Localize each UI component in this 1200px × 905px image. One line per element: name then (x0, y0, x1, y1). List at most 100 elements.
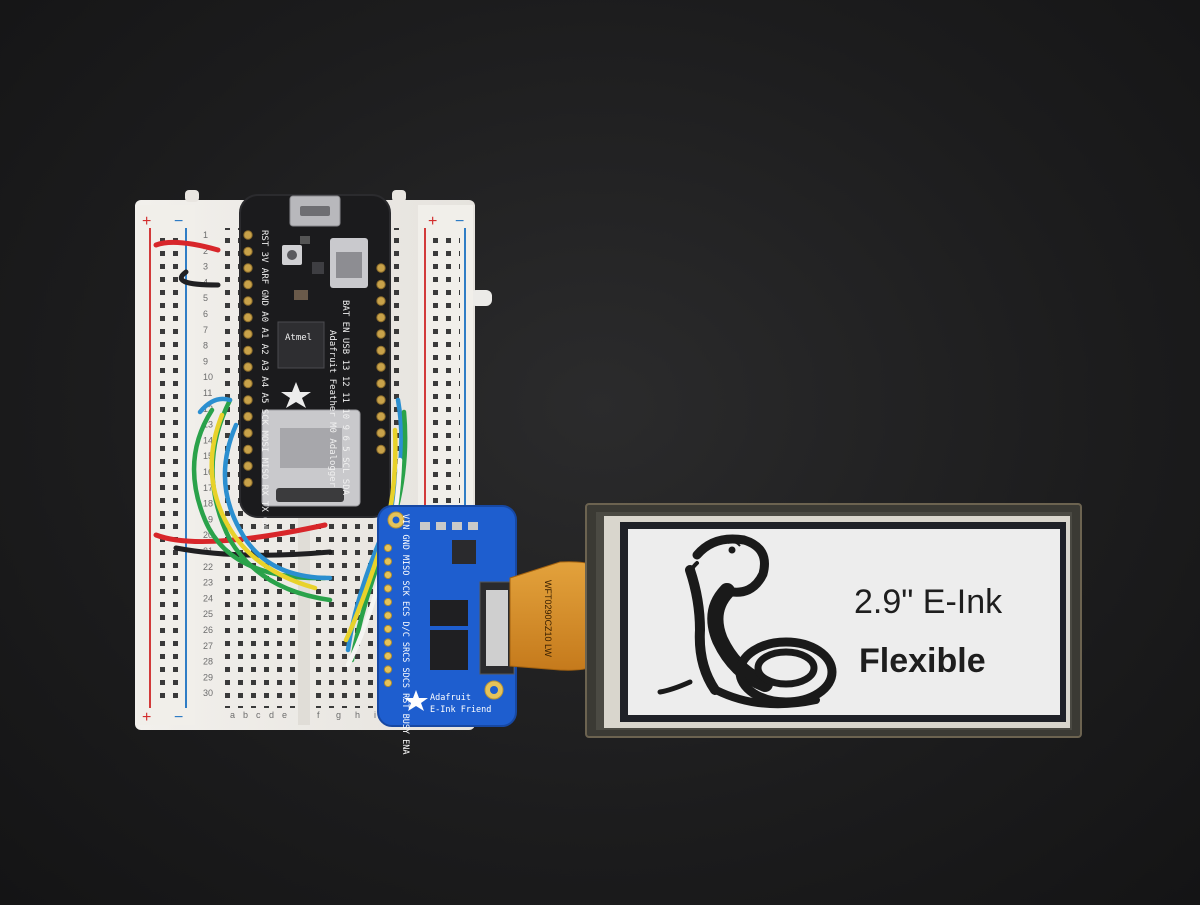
column-letter: f (317, 710, 320, 720)
column-letter: d (269, 710, 274, 720)
row-number: 7 (203, 325, 208, 335)
row-number: 27 (203, 641, 213, 651)
row-number: 19 (203, 514, 213, 524)
row-number: 2 (203, 246, 208, 256)
row-number: 24 (203, 593, 213, 603)
column-letter: h (355, 710, 360, 720)
friend-pin (383, 557, 393, 566)
header-pin (376, 411, 386, 422)
friend-pin (383, 584, 393, 593)
header-pin (243, 296, 253, 306)
header-pin (243, 312, 253, 323)
header-pin (376, 362, 386, 372)
row-number: 14 (203, 435, 213, 445)
eink-screen (628, 529, 1060, 715)
header-pin (376, 296, 386, 306)
flex-cable-label: WFT0290CZ10 LW (543, 580, 553, 657)
feather-board: Atmel RST 3V ARF GND A0 A1 A2 A3 A4 A5 S… (239, 194, 391, 533)
header-pin (243, 279, 253, 290)
header-pin (243, 395, 253, 405)
row-number: 8 (203, 341, 208, 351)
eink-display: 2.9" E-Ink Flexible (585, 503, 1082, 738)
row-number: 17 (203, 483, 213, 493)
eink-friend-star-logo (404, 690, 428, 711)
chip-brand: Atmel (285, 333, 312, 343)
friend-pin (383, 597, 393, 607)
eink-text-line2: Flexible (859, 642, 986, 680)
header-pin (243, 444, 253, 455)
adafruit-star-logo (281, 382, 311, 408)
rail-minus-top-right: − (455, 213, 464, 230)
friend-pin (383, 543, 393, 553)
row-number: 3 (203, 262, 208, 272)
header-pin (243, 329, 253, 339)
eink-friend-pin-labels: VIN GND MISO SCK ECS D/C SRCS SDCS RST B… (400, 514, 410, 755)
column-letter: b (243, 710, 248, 720)
friend-pin (383, 665, 393, 674)
rail-plus-top-right: + (428, 213, 437, 230)
silkscreen-left-pins: RST 3V ARF GND A0 A1 A2 A3 A4 A5 SCK MOS… (259, 230, 269, 533)
friend-pin (383, 611, 393, 620)
header-pin (376, 428, 386, 438)
header-pin (376, 279, 386, 290)
header-pin (243, 263, 253, 273)
friend-pin (383, 678, 393, 688)
header-pin (243, 411, 253, 422)
snake-drawing (657, 534, 837, 709)
friend-pin (383, 570, 393, 580)
rail-minus-bottom-left: − (174, 709, 183, 726)
header-pin (376, 444, 386, 455)
header-pin (243, 378, 253, 389)
header-pin (243, 345, 253, 356)
header-pin (376, 345, 386, 356)
eink-friend-brand: Adafruit (430, 693, 471, 703)
header-pin (376, 395, 386, 405)
row-number: 5 (203, 293, 208, 303)
header-pins-right (376, 263, 386, 455)
row-number: 15 (203, 451, 213, 461)
mcu-chip (277, 321, 325, 369)
row-number: 10 (203, 372, 213, 382)
column-letter: c (256, 710, 261, 720)
header-pin (376, 312, 386, 323)
silkscreen-brand: Adafruit Feather M0 Adalogger (327, 330, 337, 488)
row-number: 29 (203, 672, 213, 682)
friend-pin (383, 638, 393, 647)
header-pin (243, 461, 253, 471)
header-pin (243, 362, 253, 372)
row-number: 25 (203, 609, 213, 619)
column-letter: a (230, 710, 235, 720)
column-letter: e (282, 710, 287, 720)
row-number: 11 (203, 388, 212, 398)
row-number: 9 (203, 356, 208, 366)
header-pin (376, 378, 386, 389)
row-number: 28 (203, 657, 213, 667)
rail-plus-top-left: + (142, 213, 151, 230)
eink-friend-pins (383, 543, 393, 688)
row-number: 18 (203, 499, 213, 509)
eink-friend-name: E-Ink Friend (430, 705, 491, 715)
row-number: 16 (203, 467, 213, 477)
row-number: 6 (203, 309, 208, 319)
header-pin (243, 230, 253, 240)
header-pin (243, 428, 253, 438)
friend-pin (383, 624, 393, 634)
eink-friend-board: Adafruit E-Ink Friend VIN GND MISO SCK E… (377, 505, 517, 755)
header-pin (243, 477, 253, 488)
row-number: 22 (203, 562, 213, 572)
header-pin (243, 246, 253, 257)
header-pins-left (243, 230, 253, 488)
row-number: 13 (203, 420, 213, 430)
row-number: 23 (203, 578, 213, 588)
row-number: 30 (203, 688, 213, 698)
eink-text-line1: 2.9" E-Ink (854, 583, 1003, 621)
friend-pin (383, 651, 393, 661)
row-number: 20 (203, 530, 213, 540)
rail-plus-bottom-left: + (142, 709, 151, 726)
rail-minus-top-left: − (174, 213, 183, 230)
row-number: 26 (203, 625, 213, 635)
silkscreen-right-pins: BAT EN USB 13 12 11 10 9 6 5 SCL SDA (340, 300, 350, 496)
header-pin (376, 263, 386, 273)
